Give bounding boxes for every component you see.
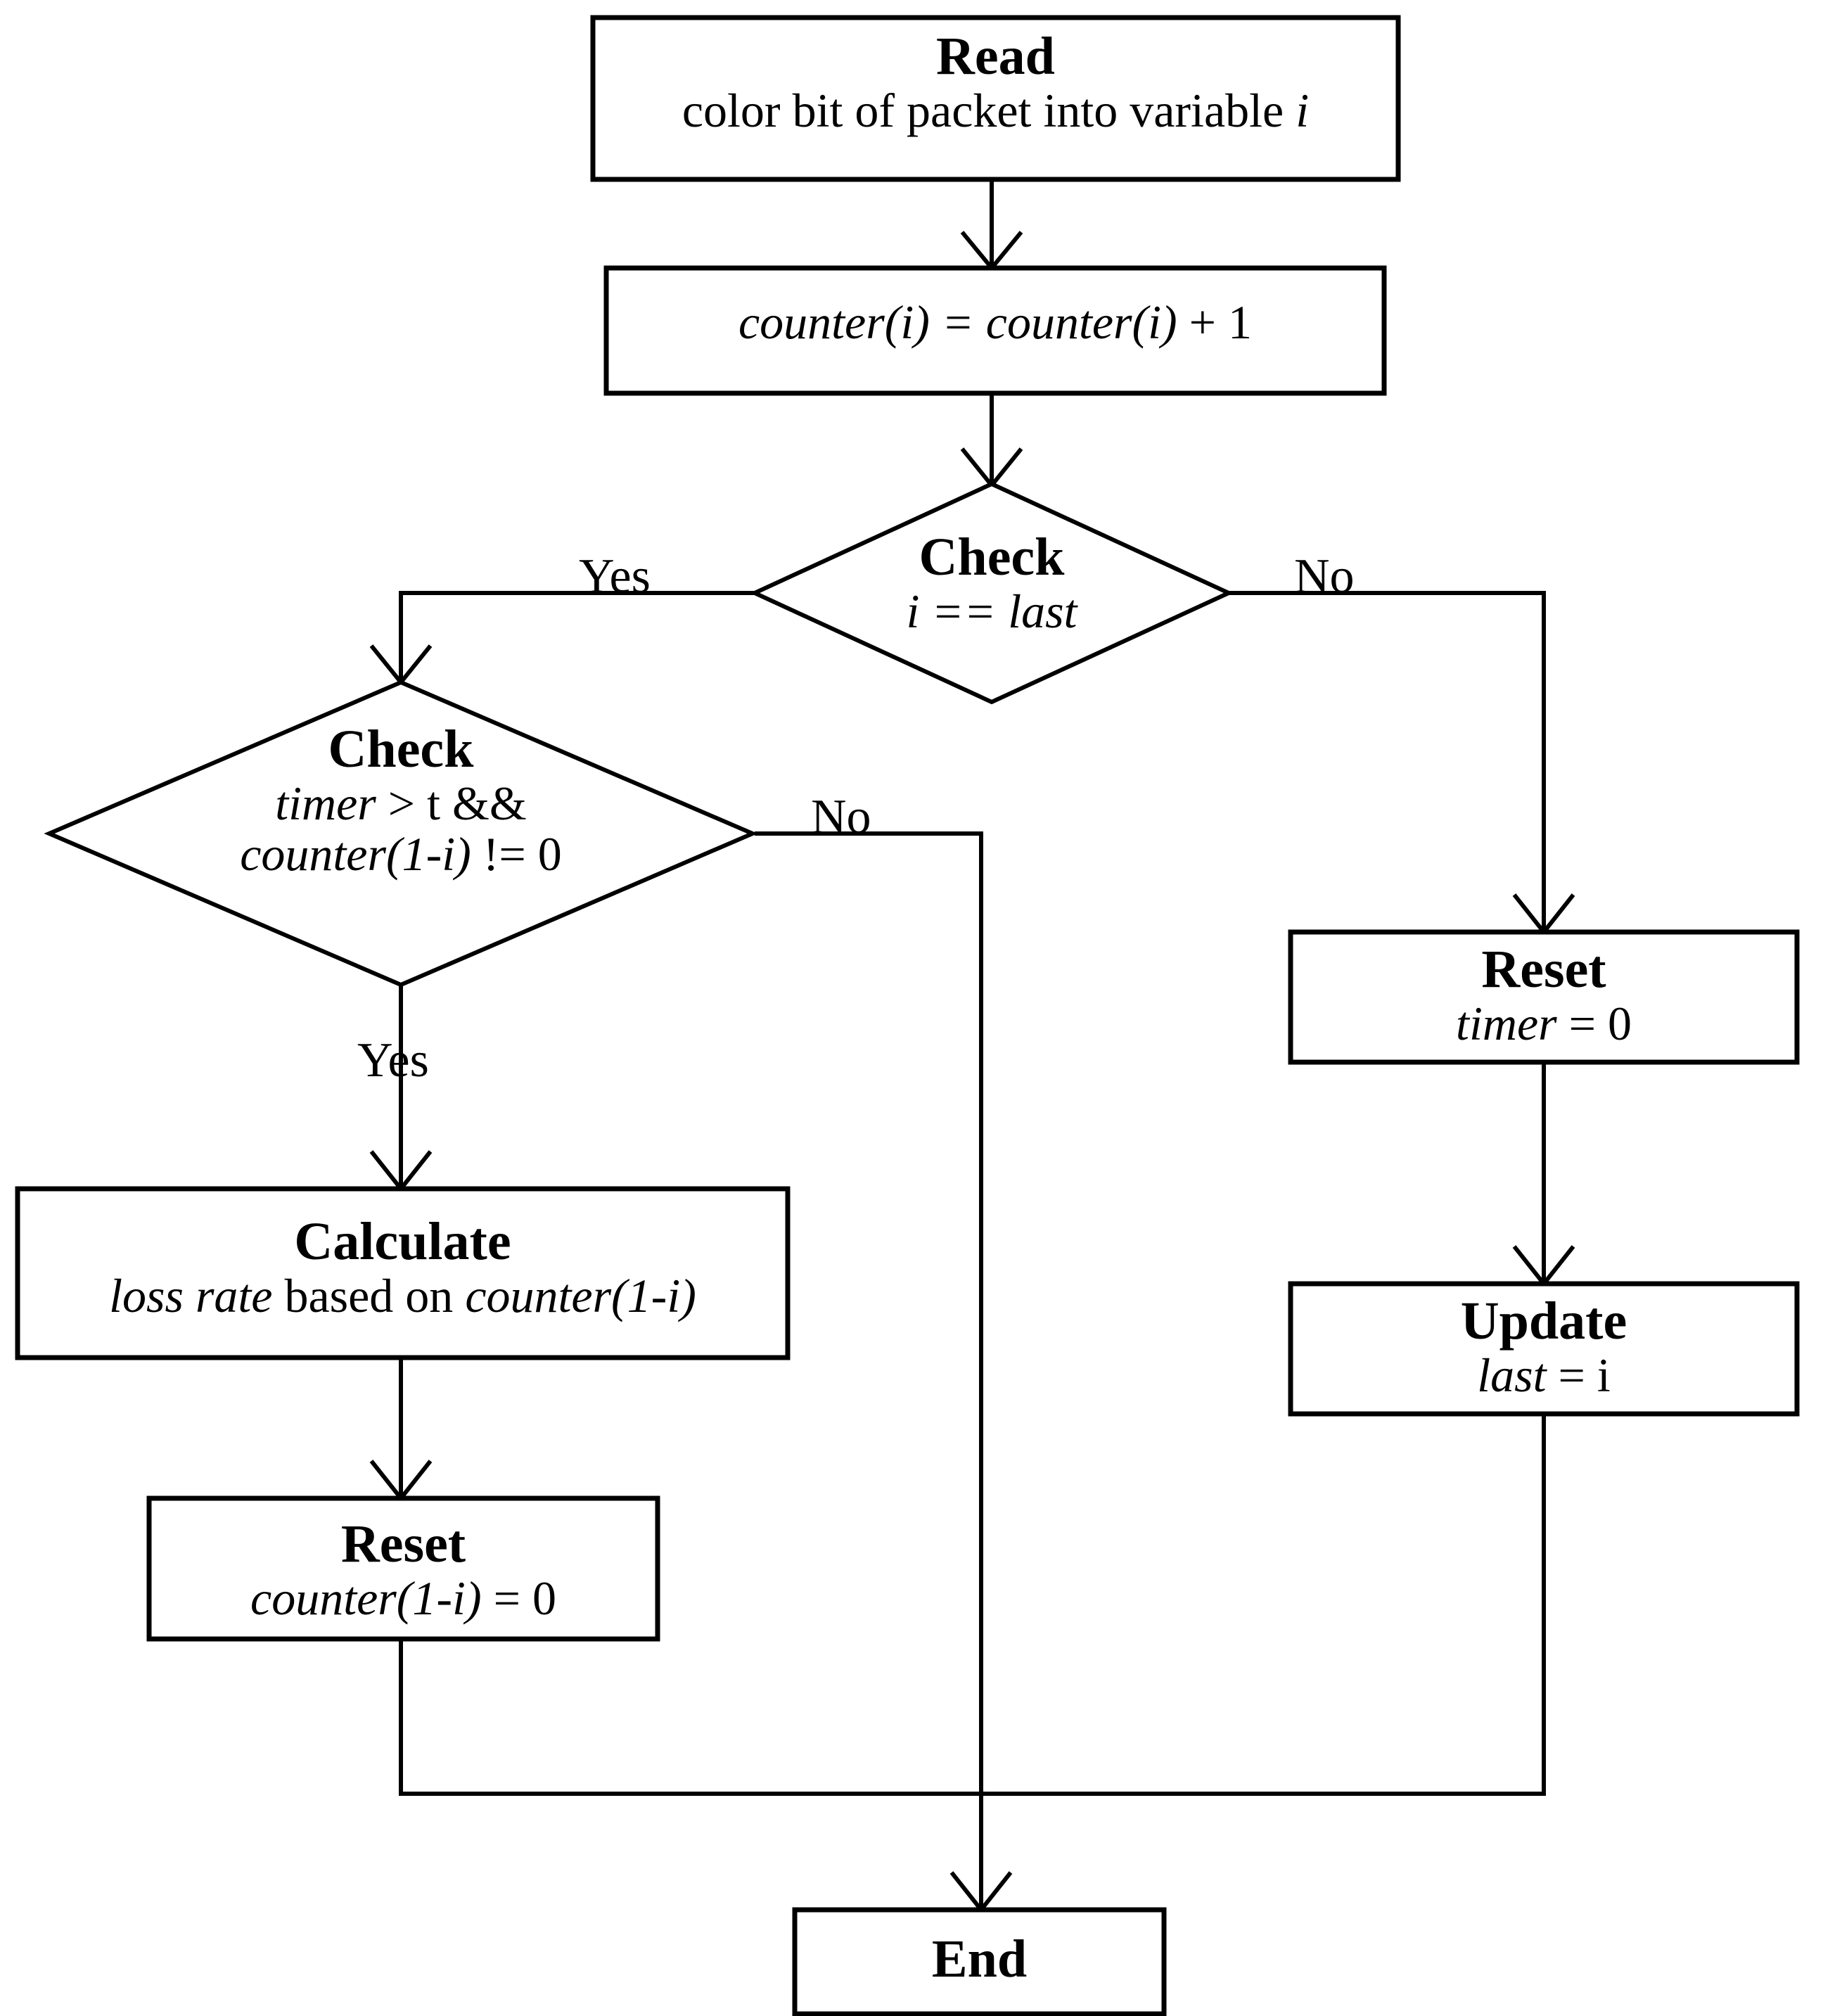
node-check-timer-shape[interactable] xyxy=(44,680,758,988)
edge-check-last-yes xyxy=(399,591,755,680)
node-reset-timer-shape[interactable] xyxy=(1288,929,1800,1065)
edge-check-timer-no xyxy=(755,831,983,1794)
node-end-shape[interactable] xyxy=(792,1907,1167,2016)
edge-label-check-last-no: No xyxy=(1294,549,1355,604)
node-read-shape[interactable] xyxy=(590,15,1401,182)
edge-label-check-last-yes: Yes xyxy=(579,549,651,604)
edge-label-check-timer-yes: Yes xyxy=(357,1033,429,1087)
edge-check-last-no xyxy=(1229,591,1546,930)
node-update-last-shape[interactable] xyxy=(1288,1281,1800,1417)
node-reset-counter-shape[interactable] xyxy=(146,1495,660,1642)
edge-label-check-timer-no: No xyxy=(811,790,871,844)
node-calculate-shape[interactable] xyxy=(15,1186,791,1360)
node-check-last-shape[interactable] xyxy=(749,481,1234,705)
node-increment-shape[interactable] xyxy=(603,265,1387,396)
